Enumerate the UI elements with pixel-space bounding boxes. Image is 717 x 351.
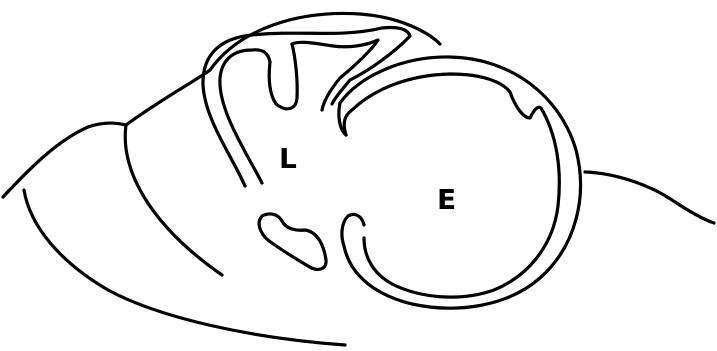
upper-loop-inner-wall (220, 50, 270, 183)
upper-loop (203, 27, 410, 186)
outer-contour-upper (3, 70, 210, 197)
upper-loop-outer-wall (203, 27, 410, 186)
outer-contour-lower (24, 190, 345, 345)
right-tail-contour (585, 172, 714, 223)
lower-loop (259, 214, 326, 269)
inner-arc-contour (125, 125, 222, 275)
large-ring (339, 57, 581, 308)
label-e: E (437, 183, 456, 216)
label-l: L (279, 142, 297, 175)
lower-loop-outline (259, 214, 326, 269)
lobe-left (269, 44, 297, 109)
